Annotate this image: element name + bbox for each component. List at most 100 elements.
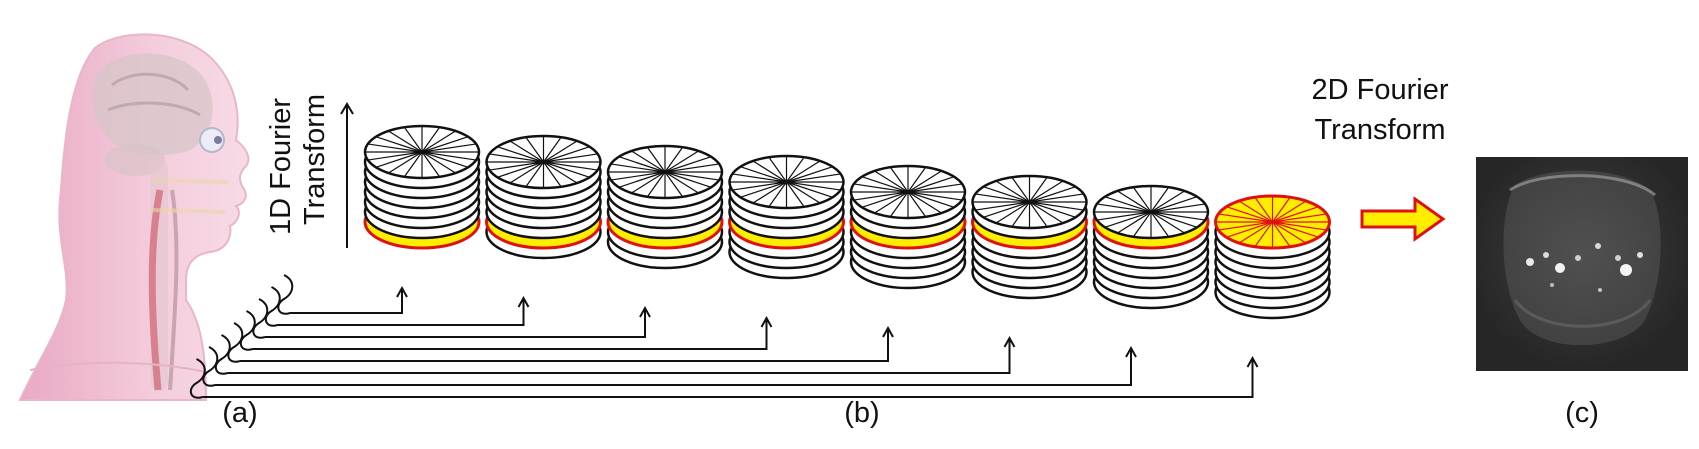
- radial-spoke: [768, 181, 787, 208]
- radial-spoke: [1117, 190, 1152, 213]
- disk-stack: [1092, 184, 1210, 310]
- radial-spoke: [543, 161, 578, 184]
- radial-spoke: [421, 126, 441, 153]
- radial-spoke: [646, 146, 666, 173]
- panel-label-b: (b): [844, 397, 879, 429]
- radial-spoke: [1150, 190, 1185, 213]
- radial-spoke: [497, 161, 544, 178]
- radial-spoke: [1254, 221, 1273, 248]
- radial-spoke: [1272, 213, 1327, 223]
- disk-stack: [606, 144, 724, 270]
- echo-squiggle: [252, 298, 269, 339]
- radial-spoke: [1238, 200, 1273, 223]
- disk-stack: [363, 124, 481, 250]
- radial-spoke: [1150, 203, 1206, 213]
- radial-spoke: [1029, 176, 1048, 203]
- radial-spoke: [740, 181, 787, 198]
- signal-lines: [189, 274, 1259, 399]
- radial-spoke: [786, 181, 841, 191]
- echo-squiggle: [239, 310, 256, 351]
- radial-spoke: [610, 171, 666, 181]
- signal-wire: [215, 348, 1132, 386]
- radial-spoke: [1254, 196, 1273, 223]
- radial-spoke: [543, 136, 562, 163]
- radial-spoke: [1272, 221, 1307, 244]
- signal-wire: [202, 358, 1254, 398]
- radial-spoke: [1218, 213, 1273, 223]
- radial-spoke: [853, 183, 909, 193]
- radial-spoke: [1272, 196, 1291, 223]
- radial-spoke: [768, 156, 787, 183]
- wire-arrowhead: [639, 305, 651, 318]
- radial-spoke: [1029, 201, 1076, 218]
- radial-spoke: [403, 126, 423, 153]
- radial-spoke: [907, 191, 955, 208]
- radial-spoke: [421, 136, 469, 153]
- signal-wire: [252, 318, 768, 350]
- ft-2d-line2: Transform: [1314, 114, 1445, 146]
- radial-spoke: [388, 151, 423, 174]
- radial-spoke: [1132, 211, 1152, 238]
- disk-stack: [849, 164, 967, 290]
- radial-spoke: [1272, 221, 1319, 238]
- radial-spoke: [421, 151, 456, 174]
- radial-spoke: [1218, 221, 1273, 231]
- radial-spoke: [889, 191, 909, 218]
- wire-arrowhead: [882, 325, 894, 338]
- signal-wire: [277, 298, 525, 326]
- echo-squiggle: [277, 274, 294, 315]
- radial-spoke: [1029, 186, 1076, 203]
- radial-spoke: [907, 166, 927, 193]
- radial-spoke: [975, 201, 1030, 211]
- radial-spoke: [889, 166, 909, 193]
- radial-spoke: [543, 140, 578, 163]
- radial-spoke: [375, 136, 423, 153]
- radial-spoke: [421, 151, 477, 161]
- radial-spoke: [786, 181, 805, 208]
- radial-spoke: [1104, 211, 1152, 228]
- radial-spoke: [664, 150, 699, 173]
- radial-spoke: [907, 176, 955, 193]
- radial-spoke: [489, 161, 544, 171]
- wire-arrowhead: [396, 285, 408, 298]
- radial-spoke: [786, 181, 821, 204]
- radial-spoke: [610, 163, 666, 173]
- radial-spoke: [618, 156, 666, 173]
- wire-arrowhead: [517, 295, 530, 308]
- radial-spoke: [618, 171, 666, 188]
- radial-spoke: [543, 161, 590, 178]
- radial-spoke: [1150, 211, 1206, 221]
- radial-spoke: [664, 156, 712, 173]
- radial-spoke: [874, 170, 909, 193]
- radial-spoke: [543, 161, 598, 171]
- radial-spoke: [861, 176, 909, 193]
- disk-stack: [728, 154, 845, 280]
- radial-spoke: [853, 191, 909, 201]
- radial-spoke: [525, 136, 544, 163]
- radial-spoke: [1150, 211, 1185, 234]
- radial-spoke: [732, 181, 787, 191]
- ft-2d-label: 2D Fourier Transform: [1312, 74, 1449, 146]
- radial-spoke: [543, 153, 598, 163]
- radial-spoke: [497, 146, 544, 163]
- radial-spoke: [525, 161, 544, 188]
- radial-spoke: [1272, 221, 1291, 248]
- panel-label-c: (c): [1565, 397, 1599, 429]
- signal-wire: [290, 288, 403, 314]
- echo-squiggle: [202, 346, 219, 387]
- radial-spoke: [786, 173, 841, 183]
- radial-spoke: [732, 173, 787, 183]
- head-anatomy-icon: [18, 33, 250, 401]
- radial-spoke: [631, 150, 666, 173]
- radial-spoke: [975, 193, 1030, 203]
- radial-spoke: [995, 201, 1030, 224]
- radial-spoke: [489, 153, 544, 163]
- radial-spoke: [874, 191, 909, 214]
- radial-spoke: [995, 180, 1030, 203]
- radial-spoke: [1096, 203, 1152, 213]
- signal-wire: [240, 328, 889, 362]
- radial-spoke: [664, 163, 720, 173]
- radial-spoke: [1029, 201, 1084, 211]
- radial-spoke: [786, 166, 833, 183]
